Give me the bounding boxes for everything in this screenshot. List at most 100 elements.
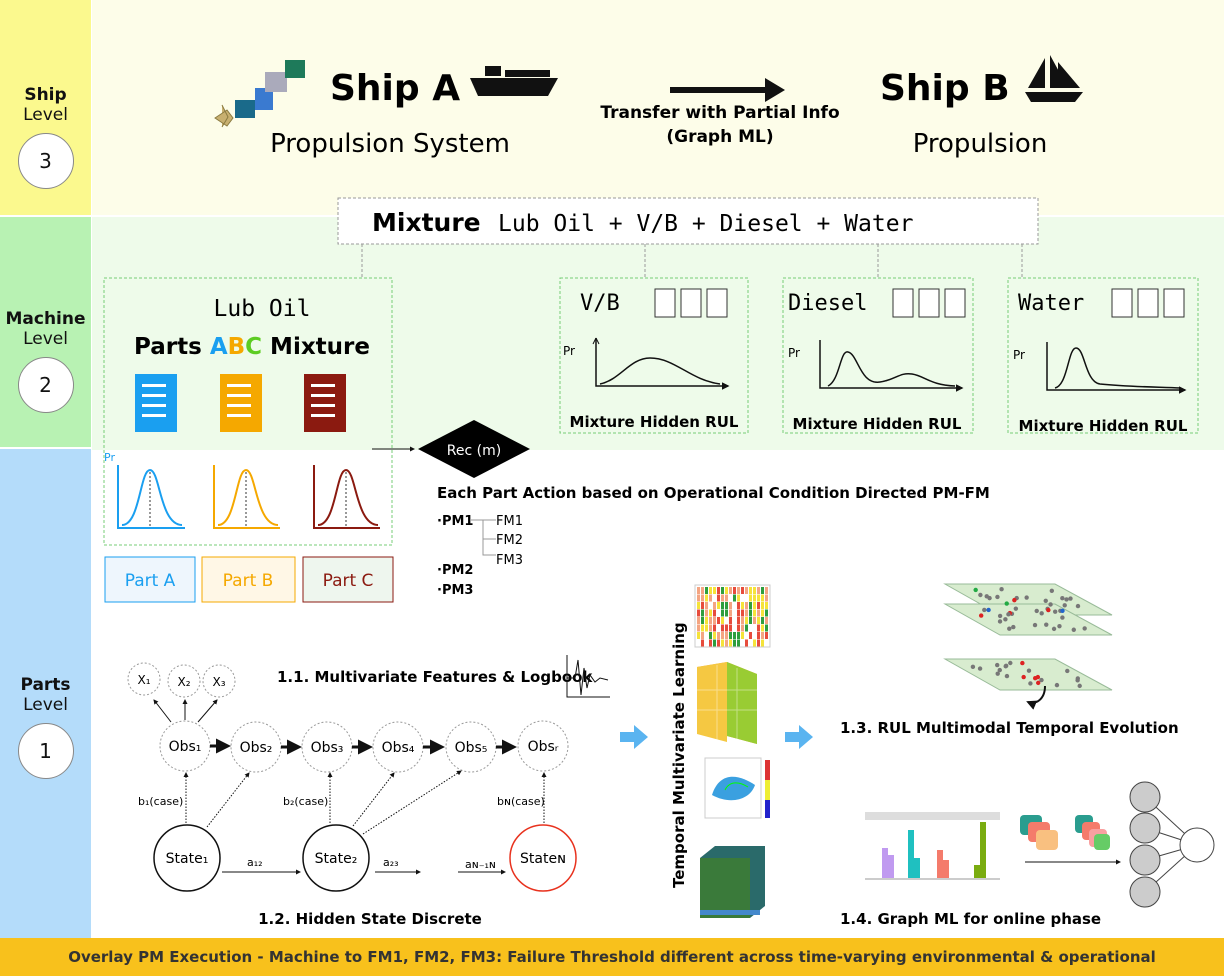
panel-ylabel: Pr: [788, 346, 800, 360]
emission-labels: b₁(case)b₂(case)bɴ(case): [138, 795, 545, 808]
svg-text:a₂₃: a₂₃: [383, 856, 399, 869]
panel-ylabel: Pr: [563, 344, 575, 358]
part-b-button: [201, 556, 296, 603]
ship-b-subtitle: Propulsion: [913, 129, 1048, 159]
signal-icon: [566, 655, 610, 698]
level-title: Machine: [5, 309, 86, 329]
parts-abc-mixture: Parts ABC Mixture: [134, 334, 370, 360]
svg-text:Obsᵣ: Obsᵣ: [528, 739, 559, 755]
level-sub: Level: [23, 105, 68, 125]
tml-label: Temporal Multivariate Learning: [670, 622, 688, 888]
panel-caption: Mixture Hidden RUL: [793, 415, 962, 433]
panel-title: Diesel: [788, 291, 867, 316]
svg-text:a₁₂: a₁₂: [247, 856, 263, 869]
ship-a-title: Ship A: [330, 68, 460, 109]
fm3-label: FM3: [496, 553, 523, 568]
pmfm-title: Each Part Action based on Operational Co…: [437, 484, 990, 502]
transfer-arrowhead: [765, 78, 785, 102]
state-nodes: State₁ State₂ Stateɴ: [153, 824, 577, 892]
svg-text:State₁: State₁: [166, 851, 209, 867]
gml-title: 1.4. Graph ML for online phase: [840, 910, 1101, 928]
panel-title: V/B: [580, 291, 620, 316]
svg-text:Obs₃: Obs₃: [311, 740, 344, 756]
mixture-label: Mixture: [372, 208, 481, 237]
logbook-icon: [654, 288, 728, 318]
svg-text:Obs₂: Obs₂: [240, 740, 273, 756]
level-machine: Machine Level 2: [0, 217, 91, 447]
part-distributions: [117, 465, 380, 529]
svg-text:Stateɴ: Stateɴ: [520, 851, 566, 867]
ship-level-band: [92, 0, 1224, 215]
hmm-title-2: 1.2. Hidden State Discrete: [258, 910, 482, 928]
level-number: 3: [17, 133, 74, 189]
neural-network-icon: [1129, 781, 1215, 908]
svg-text:Obs₁: Obs₁: [169, 739, 202, 755]
feature-nodes: X₁ X₂ X₃: [127, 662, 236, 698]
fm1-label: FM1: [496, 514, 523, 529]
panel-vb: V/B Pr Mixture Hidden RUL: [559, 277, 749, 434]
ship-a-subtitle: Propulsion System: [270, 129, 510, 159]
svg-text:X₁: X₁: [137, 673, 150, 687]
level-number: 2: [17, 357, 74, 413]
panel-water: Water Pr Mixture Hidden RUL: [1007, 277, 1199, 435]
part-c-button: [302, 556, 394, 603]
transfer-label: Transfer with Partial Info: [600, 103, 839, 123]
svg-text:X₃: X₃: [212, 675, 225, 689]
parts-pr-label: Pr: [104, 451, 115, 464]
machine-level-band: [92, 217, 1224, 450]
svg-text:bɴ(case): bɴ(case): [497, 795, 545, 808]
logbook-icon: [1111, 288, 1185, 318]
cube-3d-thumbnail: [697, 662, 757, 744]
surface-plot-thumbnail: [704, 757, 770, 819]
graph-layers: [943, 583, 1113, 691]
embedding-cards-icon: [1020, 815, 1110, 850]
svg-text:X₂: X₂: [177, 675, 190, 689]
pm1-tree: [471, 519, 496, 556]
cargo-ship-icon: [470, 66, 558, 96]
level-ship: Ship Level 3: [0, 0, 91, 215]
logbook-icon: [892, 288, 966, 318]
mixture-connectors: [361, 244, 1023, 278]
svg-text:State₂: State₂: [315, 851, 358, 867]
level-sub: Level: [23, 695, 68, 715]
rul-title: 1.3. RUL Multimodal Temporal Evolution: [840, 719, 1179, 737]
pm2-label: ·PM2: [437, 563, 473, 578]
panel-ylabel: Pr: [1013, 348, 1025, 362]
bottom-banner: Overlay PM Execution - Machine to FM1, F…: [0, 938, 1224, 976]
hmm-title-1: 1.1. Multivariate Features & Logbook: [277, 668, 593, 686]
feature-arrows: [153, 699, 218, 723]
flow-arrow-2: [785, 725, 813, 749]
sailing-ship-icon: [1025, 55, 1083, 102]
panel-diesel: Diesel Pr Mixture Hidden RUL: [782, 277, 974, 434]
part-b-document-icon: [220, 374, 262, 432]
flow-arrow-1: [620, 725, 648, 749]
part-a-document-icon: [135, 374, 177, 432]
level-title: Ship: [24, 85, 67, 105]
observation-arrows: [210, 738, 517, 755]
diagram-canvas: Ship A Propulsion System Transfer with P…: [103, 55, 1215, 928]
svg-text:Obs₄: Obs₄: [382, 740, 415, 756]
emission-arrows: [183, 770, 547, 835]
level-sub: Level: [23, 329, 68, 349]
panel-caption: Mixture Hidden RUL: [570, 413, 739, 431]
fm2-label: FM2: [496, 533, 523, 548]
pm1-label: ·PM1: [437, 514, 473, 529]
level-number: 1: [17, 723, 74, 779]
lub-oil-title: Lub Oil: [214, 296, 311, 322]
part-c-label: Part C: [323, 571, 374, 591]
part-c-document-icon: [304, 374, 346, 432]
rec-label: Rec (m): [447, 443, 501, 459]
panel-title: Water: [1018, 291, 1084, 316]
mixture-formula: Lub Oil + V/B + Diesel + Water: [498, 211, 913, 237]
level-title: Parts: [20, 675, 71, 695]
volume-cube-thumbnail: [700, 846, 765, 918]
mixture-box: [337, 197, 1039, 245]
svg-text:Obs₅: Obs₅: [455, 740, 488, 756]
part-b-label: Part B: [223, 571, 274, 591]
level-parts: Parts Level 1: [0, 449, 91, 938]
heatmap-thumbnail: [694, 584, 771, 648]
ship-b-title: Ship B: [880, 68, 1010, 109]
lub-oil-panel: [103, 277, 393, 546]
panel-caption: Mixture Hidden RUL: [1019, 417, 1188, 435]
